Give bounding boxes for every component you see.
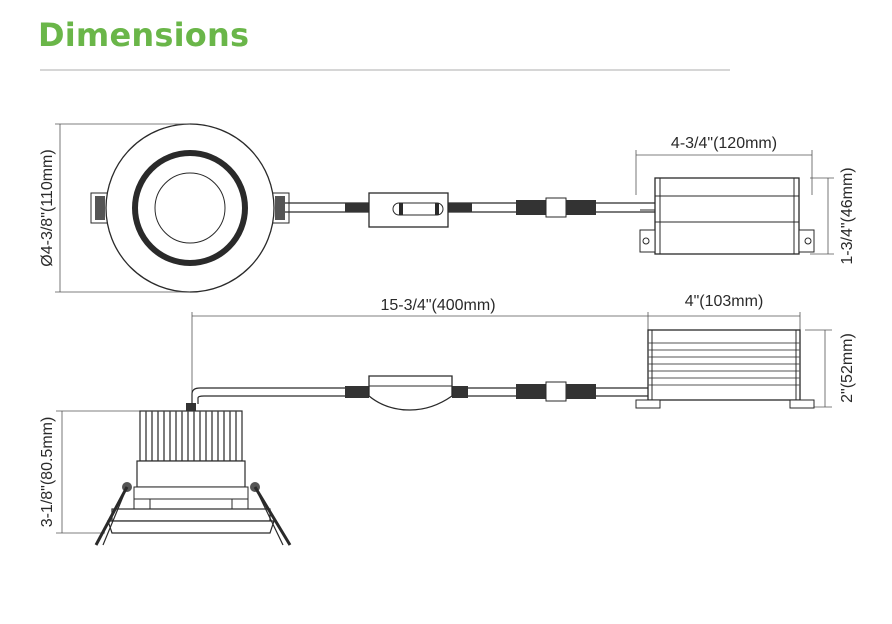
driver-length-label: 4-3/4"(120mm) <box>671 135 777 152</box>
downlight-top-view <box>90 123 290 293</box>
downlight-height-label: 3-1/8"(80.5mm) <box>39 417 56 528</box>
side-cable <box>191 375 655 411</box>
side-dimension-lines <box>56 312 832 534</box>
driver-top-view <box>639 177 815 255</box>
downlight-diameter-label: Ø4-3/8"(110mm) <box>39 149 56 266</box>
driver-width-label: 4"(103mm) <box>685 293 764 310</box>
cable-length-label: 15-3/4"(400mm) <box>380 297 495 314</box>
page-title: Dimensions <box>38 16 250 54</box>
driver-height-label: 1-3/4"(46mm) <box>839 167 856 264</box>
top-cable <box>285 192 655 228</box>
driver-side-view <box>635 329 815 409</box>
title-divider <box>40 69 730 71</box>
driver-depth-label: 2"(52mm) <box>839 333 856 403</box>
top-dimension-lines <box>55 123 834 293</box>
downlight-side-view <box>94 403 292 546</box>
